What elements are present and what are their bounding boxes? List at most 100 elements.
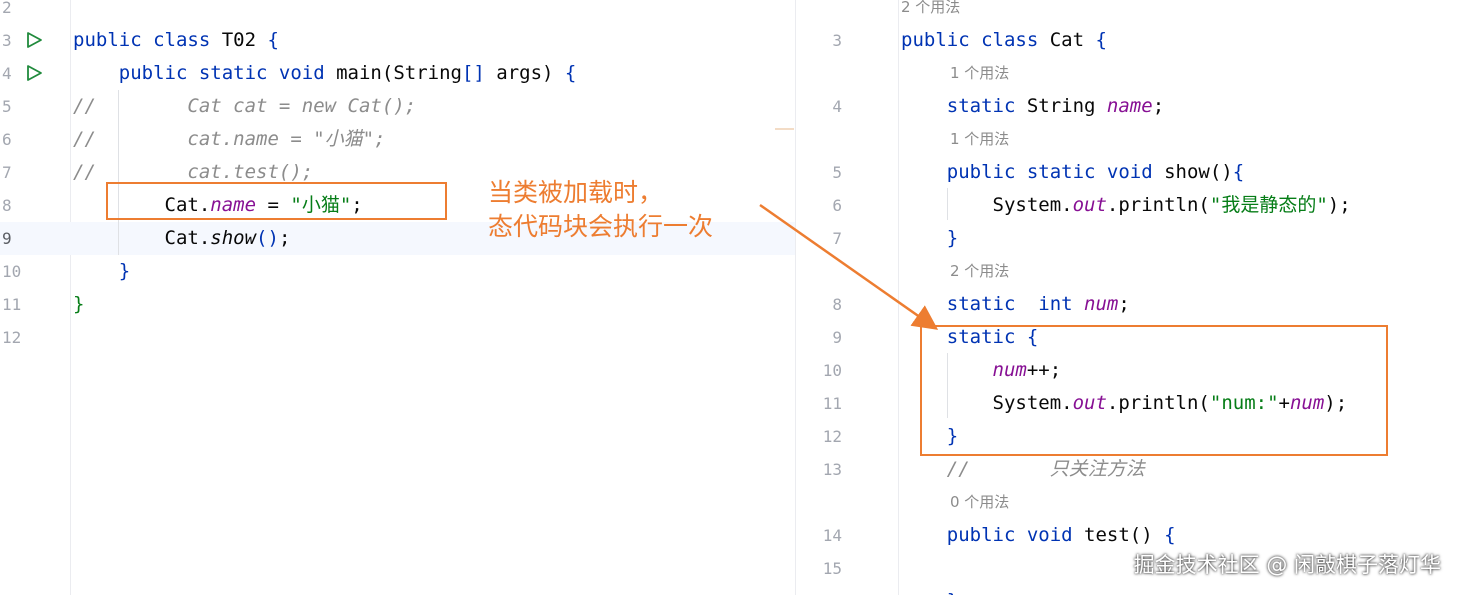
code-token: main( [336,62,394,84]
line-number: 10 [822,361,842,380]
code-text[interactable]: } [901,420,958,453]
code-token: test() [1084,524,1165,546]
code-line[interactable]: 5// Cat cat = new Cat(); [0,90,795,123]
code-token [73,260,119,282]
code-line[interactable]: 10 } [0,255,795,288]
code-line[interactable]: 10 num++; [796,354,1459,387]
code-text[interactable]: public class T02 { [73,24,279,57]
code-token: System. [901,392,1073,414]
code-text[interactable]: static String name; [901,90,1164,123]
code-text[interactable]: System.out.println("我是静态的"); [901,189,1351,222]
code-line[interactable]: } [796,585,1459,595]
code-line[interactable]: 14 public void test() { [796,519,1459,552]
code-line[interactable]: 11 System.out.println("num:"+num); [796,387,1459,420]
code-token: } [118,260,131,282]
code-text[interactable]: } [901,585,958,595]
code-token: static [946,326,1027,348]
usage-hint[interactable]: 2 个用法 [950,262,1010,280]
code-text[interactable]: static int num; [901,288,1130,321]
code-line[interactable]: 6 // cat.name = "小猫"; [0,123,795,156]
code-text[interactable]: // Cat cat = new Cat(); [73,90,416,123]
code-token: System. [901,194,1073,216]
code-text[interactable]: System.out.println("num:"+num); [901,387,1348,420]
code-line[interactable]: 6 System.out.println("我是静态的"); [796,189,1459,222]
line-number: 15 [822,559,842,578]
line-number: 6 [2,130,12,149]
code-text[interactable]: Cat.show(); [73,222,291,255]
code-line[interactable]: 4 static String name; [796,90,1459,123]
usage-hint-row[interactable]: 1 个用法 [796,123,1459,156]
code-line[interactable]: 12 } [796,420,1459,453]
code-line[interactable]: 9 Cat.show(); [0,222,795,255]
line-number: 12 [2,328,22,347]
code-line[interactable]: 15 [796,552,1459,585]
code-token: + [1278,392,1290,414]
code-text[interactable]: // 只关注方法 [901,453,1145,486]
code-text[interactable]: public class Cat { [901,24,1107,57]
code-token: // Cat cat = new Cat(); [73,95,417,117]
code-line[interactable]: 9 static { [796,321,1459,354]
left-editor-pane[interactable]: 2 3 public class T02 {4 public static void… [0,0,795,595]
code-token: { [1164,524,1176,546]
code-text[interactable]: public void test() { [901,519,1176,552]
run-gutter-icon[interactable] [25,31,43,49]
code-text[interactable]: // cat.test(); [73,156,313,189]
code-token: { [564,62,577,84]
code-token: Cat. [73,227,211,249]
usage-hint[interactable]: 2 个用法 [901,0,961,16]
code-line[interactable]: 8 static int num; [796,288,1459,321]
code-text[interactable]: num++; [901,354,1062,387]
code-text[interactable]: static { [901,321,1039,354]
usage-hint-row[interactable]: 1 个用法 [796,57,1459,90]
code-line[interactable]: 5 public static void show(){ [796,156,1459,189]
code-line[interactable]: 8 Cat.name = "小猫"; [0,189,795,222]
code-line[interactable]: 2 [0,0,795,24]
line-number: 2 [2,0,12,17]
code-token: public static void [118,62,337,84]
code-text[interactable]: } [901,222,958,255]
code-token [73,62,119,84]
code-text[interactable]: public static void main(String[] args) { [73,57,577,90]
code-token: public class [901,29,1050,51]
line-number: 7 [832,229,842,248]
code-line[interactable]: 4 public static void main(String[] args)… [0,57,795,90]
watermark: 掘金技术社区 @ 闲敲棋子落灯华 [1133,553,1441,577]
run-gutter-icon[interactable] [25,64,43,82]
code-token: ; [351,194,363,216]
annotation-line-2: 态代码块会执行一次 [488,212,714,241]
code-token: } [946,227,959,249]
line-number: 9 [2,229,12,248]
code-token: { [1026,326,1039,348]
usage-hint[interactable]: 1 个用法 [950,64,1010,82]
code-token: [] [461,62,497,84]
code-token: } [73,293,85,315]
code-text[interactable]: } [73,288,84,321]
code-text[interactable]: Cat.name = "小猫"; [73,189,363,222]
usage-hint-row[interactable]: 2 个用法 [796,255,1459,288]
code-line[interactable]: 7// cat.test(); [0,156,795,189]
line-number: 10 [2,262,22,281]
code-token: out [1072,194,1107,216]
code-token: = [256,194,291,216]
code-token: ); [1324,392,1348,414]
code-line[interactable]: 3 public class T02 { [0,24,795,57]
code-text[interactable]: public static void show(){ [901,156,1244,189]
line-number: 8 [832,295,842,314]
usage-hint[interactable]: 0 个用法 [950,493,1010,511]
line-number: 13 [822,460,842,479]
code-text[interactable]: } [73,255,130,288]
code-line[interactable]: 7 } [796,222,1459,255]
usage-hint[interactable]: 1 个用法 [950,130,1010,148]
code-token: name [210,194,257,216]
code-text[interactable]: // cat.name = "小猫"; [73,123,386,156]
code-line[interactable]: 13 // 只关注方法 [796,453,1459,486]
code-token: { [1095,29,1107,51]
code-line[interactable]: 12 [0,321,795,354]
code-token: // 只关注方法 [901,458,1145,480]
line-number: 3 [2,31,12,50]
code-line[interactable]: 11} [0,288,795,321]
usage-hint-row[interactable]: 2 个用法 [796,0,1459,24]
usage-hint-row[interactable]: 0 个用法 [796,486,1459,519]
